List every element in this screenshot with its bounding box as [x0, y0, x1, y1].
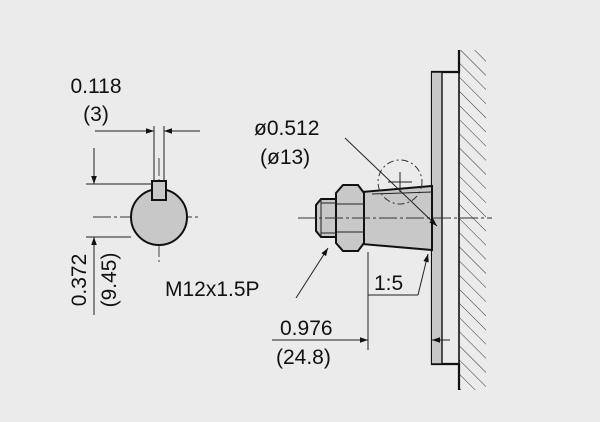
diameter-leader: [344, 137, 438, 227]
shaft-side-view: [272, 50, 492, 390]
shaft-length-mm: (24.8): [276, 346, 331, 369]
shaft-diameter-inch: ø0.512: [254, 117, 319, 140]
shaft-length-inch: 0.976: [280, 317, 333, 340]
thread-spec-label: M12x1.5P: [165, 278, 260, 301]
taper-ratio-label: 1:5: [374, 272, 403, 295]
diameter-reference-circle: [377, 159, 423, 205]
shaft-end-view: [86, 126, 200, 315]
thread-leader: [295, 247, 329, 299]
key-height-mm: (9.45): [98, 253, 121, 308]
shaft-diameter-mm: (ø13): [260, 146, 310, 169]
keyway-width-mm: (3): [83, 103, 109, 126]
keyway-width-inch: 0.118: [71, 75, 122, 98]
key: [151, 180, 167, 201]
taper-leader: [417, 253, 429, 296]
hex-nut: [335, 184, 365, 252]
wall-hatching: [459, 50, 486, 390]
key-height-inch: 0.372: [68, 254, 91, 307]
